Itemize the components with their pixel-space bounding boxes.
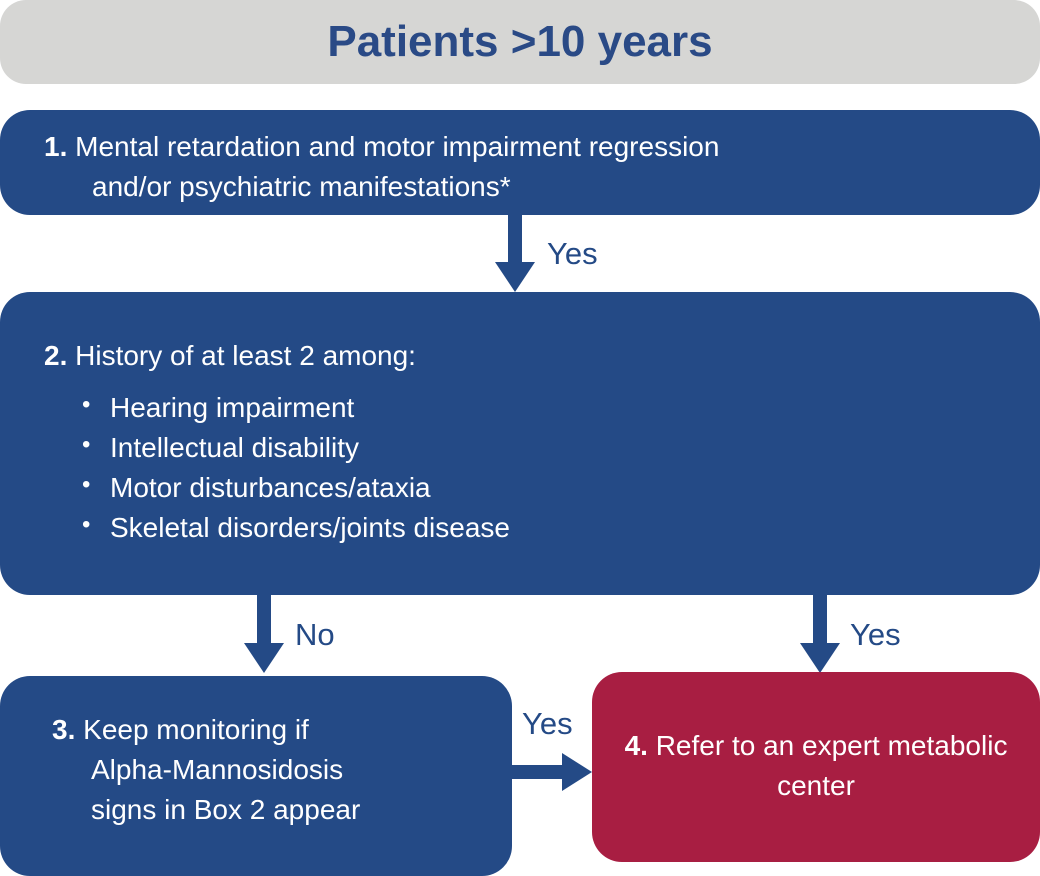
arrow-shaft <box>512 765 564 779</box>
flow-box-3-line3: signs in Box 2 appear <box>91 793 361 825</box>
flow-box-3-line2: Alpha-Mannosidosis <box>91 753 344 785</box>
page-title: Patients >10 years <box>327 17 713 66</box>
edge-label-yes-box3-box4: Yes <box>522 706 573 741</box>
arrow-shaft <box>813 595 827 643</box>
flow-box-2-bullet-list: Hearing impairment Intellectual disabili… <box>78 388 510 548</box>
list-item: Skeletal disorders/joints disease <box>78 508 510 548</box>
flow-box-2: 2. History of at least 2 among: Hearing … <box>0 292 1040 595</box>
flow-box-1-line2: and/or psychiatric manifestations* <box>92 170 511 202</box>
flow-box-2-number: 2. <box>44 340 68 371</box>
flow-box-4-number: 4. <box>624 730 648 761</box>
arrow-shaft <box>508 215 522 262</box>
header-banner: Patients >10 years <box>0 0 1040 84</box>
flow-box-1-text: 1. Mental retardation and motor impairme… <box>44 127 719 207</box>
flow-box-2-heading-text: History of at least 2 among: <box>67 340 416 371</box>
arrow-head <box>562 753 592 791</box>
arrow-head <box>800 643 840 673</box>
flow-box-1-line1: Mental retardation and motor impairment … <box>67 131 720 162</box>
flow-box-3-number: 3. <box>52 714 76 745</box>
list-item: Hearing impairment <box>78 388 510 428</box>
flow-box-4-body: Refer to an expert metabolic center <box>647 730 1008 801</box>
flow-box-4-text: 4. Refer to an expert metabolic center <box>592 726 1040 806</box>
flow-box-1: 1. Mental retardation and motor impairme… <box>0 110 1040 215</box>
flow-box-2-heading: 2. History of at least 2 among: <box>44 336 416 376</box>
arrow-head <box>244 643 284 673</box>
edge-label-no-box2-box3: No <box>295 617 335 652</box>
arrow-head <box>495 262 535 292</box>
flow-box-4: 4. Refer to an expert metabolic center <box>592 672 1040 862</box>
flow-box-3-line1: Keep monitoring if <box>75 714 309 745</box>
flow-box-3: 3. Keep monitoring if Alpha-Mannosidosis s… <box>0 676 512 876</box>
list-item: Intellectual disability <box>78 428 510 468</box>
flow-box-1-number: 1. <box>44 131 68 162</box>
flow-box-3-text: 3. Keep monitoring if Alpha-Mannosidosis s… <box>52 710 360 829</box>
edge-label-yes-box1-box2: Yes <box>547 236 598 271</box>
list-item: Motor disturbances/ataxia <box>78 468 510 508</box>
arrow-shaft <box>257 595 271 643</box>
edge-label-yes-box2-box4: Yes <box>850 617 901 652</box>
